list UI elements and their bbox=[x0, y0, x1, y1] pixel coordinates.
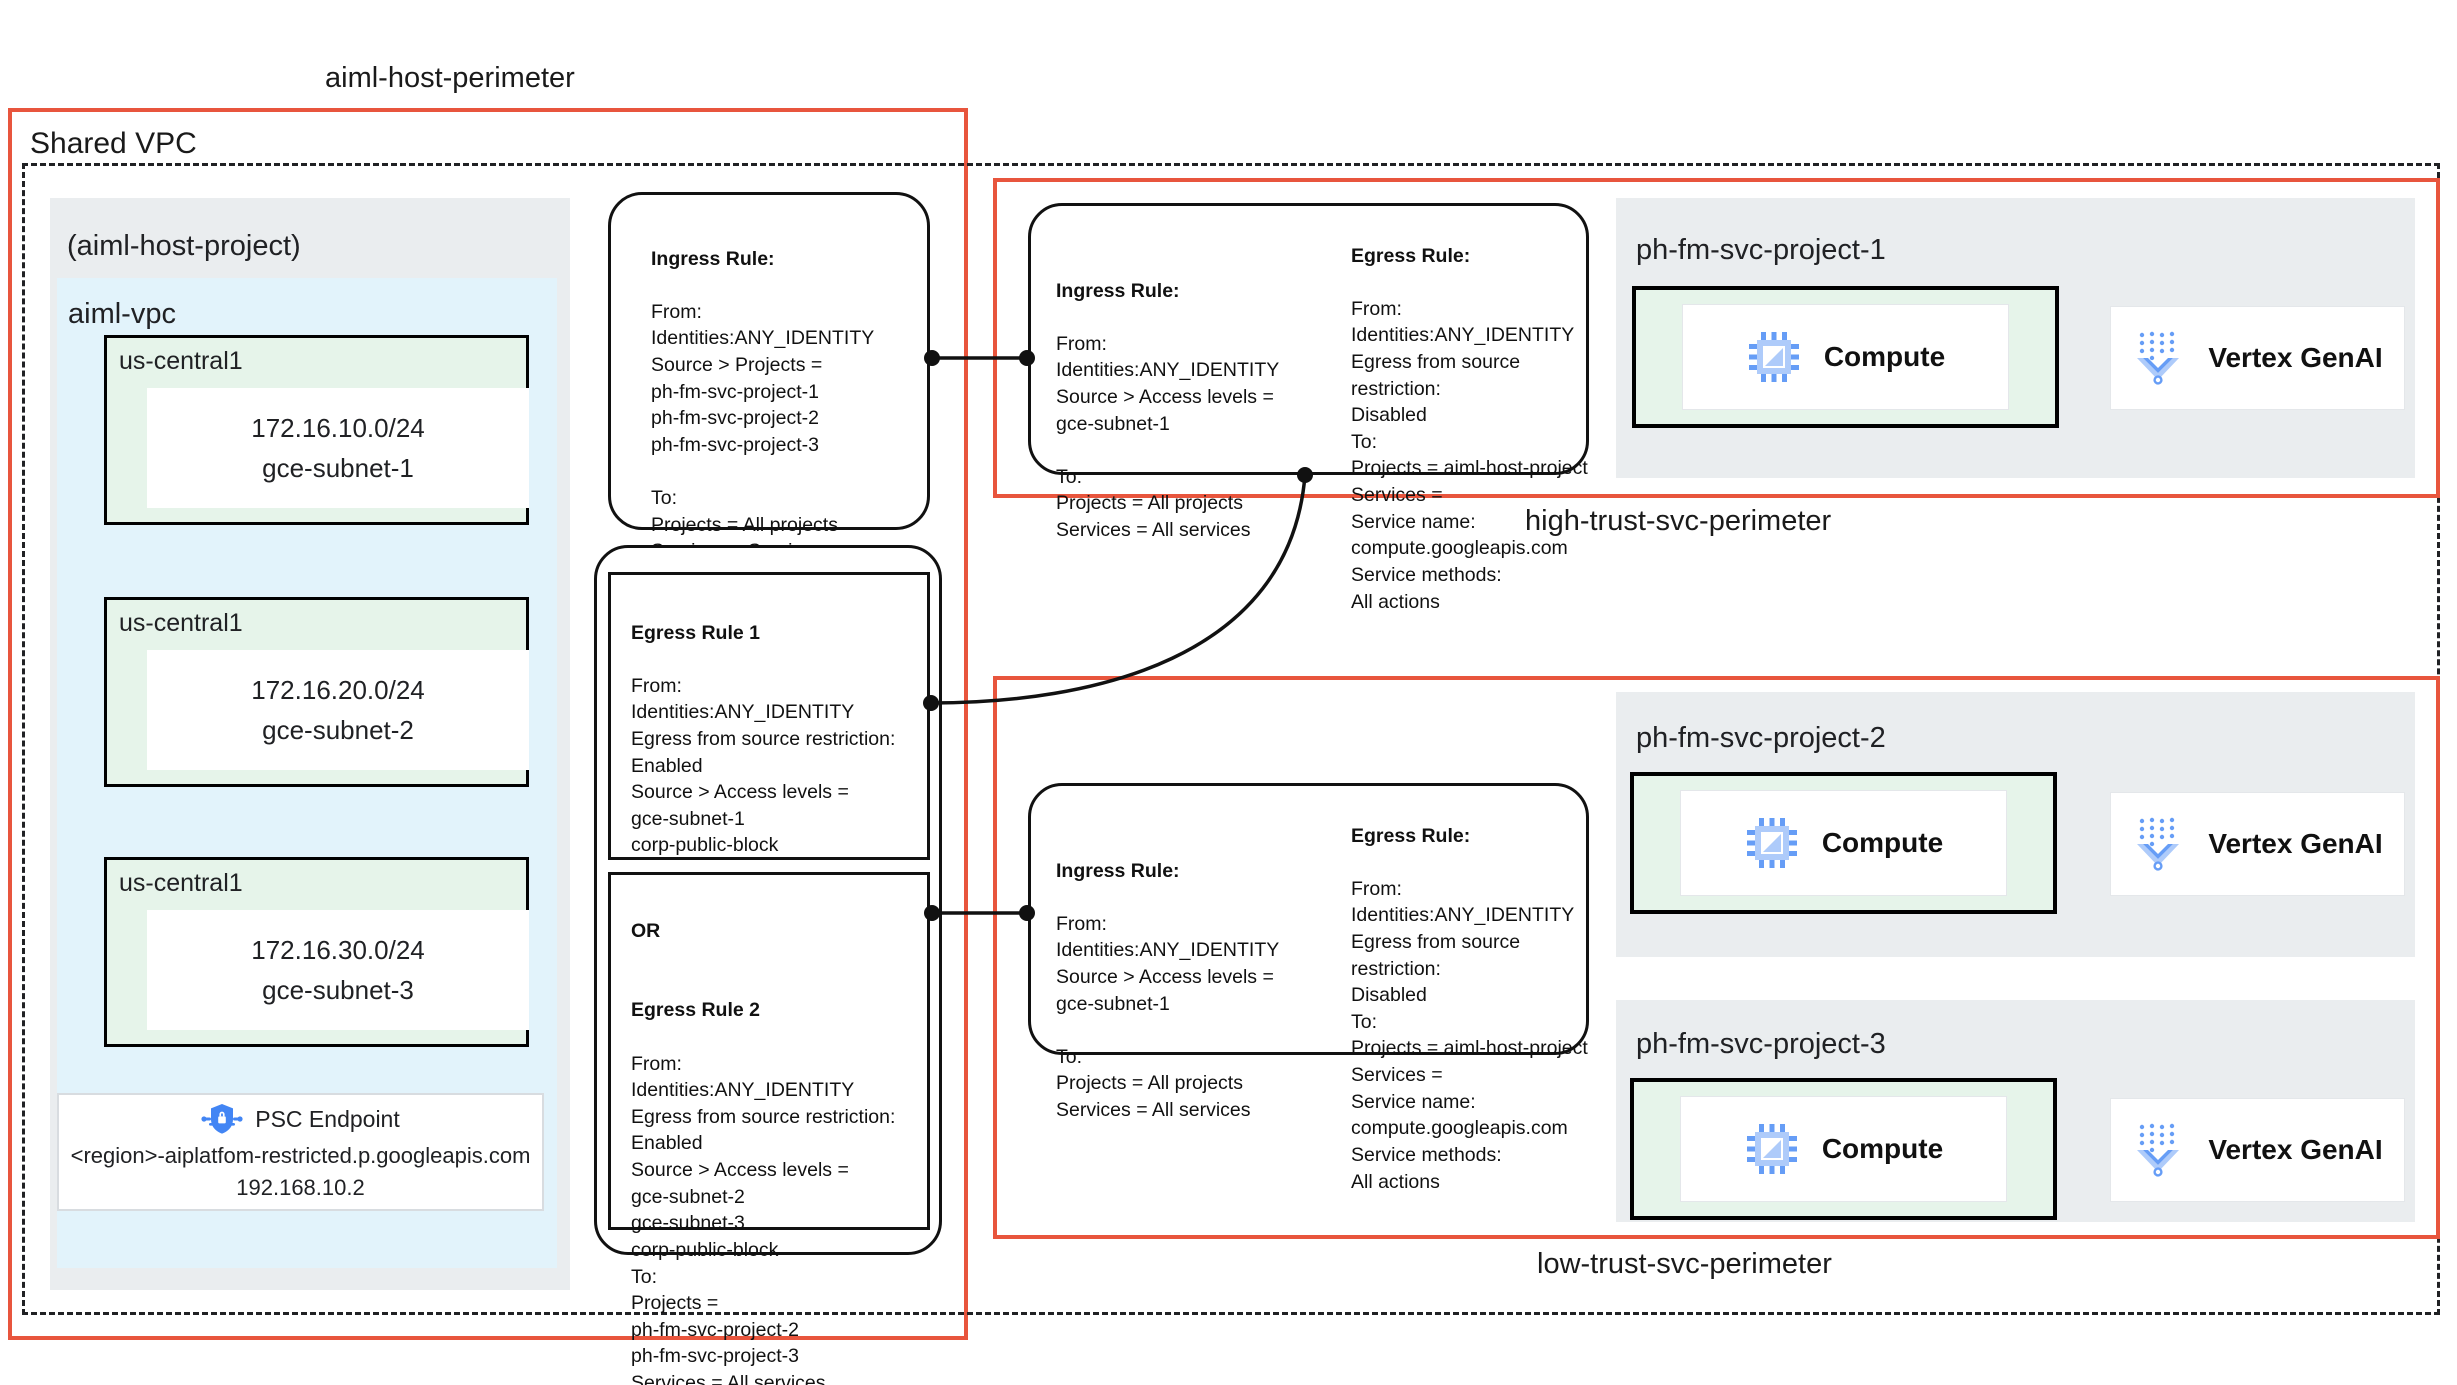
svc-project-name-2: ph-fm-svc-project-2 bbox=[1636, 722, 1886, 754]
svc-project-name-3: ph-fm-svc-project-3 bbox=[1636, 1028, 1886, 1060]
rule-body-egress-2: From: Identities:ANY_IDENTITY Egress fro… bbox=[631, 1052, 896, 1385]
subnet-region-3: us-central1 bbox=[119, 869, 243, 897]
rule-body-high-trust-egress: From: Identities:ANY_IDENTITY Egress fro… bbox=[1351, 297, 1588, 613]
compute-tile-wrapper-3: Compute bbox=[1630, 1078, 2057, 1220]
psc-endpoint-header: PSC Endpoint bbox=[201, 1103, 400, 1135]
vertex-genai-icon bbox=[2132, 330, 2186, 386]
rule-title-host-ingress: Ingress Rule: bbox=[651, 247, 775, 270]
psc-endpoint-ip: 192.168.10.2 bbox=[236, 1175, 365, 1200]
svc-project-panel-1: ph-fm-svc-project-1 bbox=[1616, 198, 2415, 478]
perimeter-high-trust-box bbox=[993, 178, 2440, 498]
compute-label-1: Compute bbox=[1823, 341, 1946, 372]
svc-project-name-1: ph-fm-svc-project-1 bbox=[1636, 234, 1886, 266]
perimeter-label-high-trust: high-trust-svc-perimeter bbox=[1525, 505, 1832, 537]
vertex-label-3: Vertex GenAI bbox=[2208, 1134, 2383, 1165]
svc-project-panel-3: ph-fm-svc-project-3 bbox=[1616, 1000, 2415, 1222]
shared-vpc-title: Shared VPC bbox=[30, 127, 197, 160]
psc-endpoint-box: PSC Endpoint <region>-aiplatfom-restrict… bbox=[57, 1093, 544, 1211]
psc-lock-icon bbox=[201, 1103, 243, 1135]
rule-title-low-trust-ingress: Ingress Rule: bbox=[1056, 859, 1180, 882]
subnet-detail-1: 172.16.10.0/24 gce-subnet-1 bbox=[147, 388, 529, 508]
compute-label-3: Compute bbox=[1821, 1133, 1944, 1164]
vertex-tile-3[interactable]: Vertex GenAI bbox=[2110, 1098, 2405, 1202]
compute-tile-3[interactable]: Compute bbox=[1680, 1096, 2007, 1202]
subnet-cidr-3: 172.16.30.0/24 bbox=[251, 934, 425, 965]
rule-title-low-trust-egress: Egress Rule: bbox=[1351, 824, 1471, 847]
svc-project-panel-2: ph-fm-svc-project-2 bbox=[1616, 692, 2415, 957]
psc-endpoint-dns: <region>-aiplatfom-restricted.p.googleap… bbox=[70, 1143, 531, 1168]
host-project-name: (aiml-host-project) bbox=[67, 230, 301, 262]
perimeter-low-trust-box bbox=[993, 676, 2440, 1239]
rule-title-egress-2: Egress Rule 2 bbox=[631, 999, 760, 1022]
rule-or-label: OR bbox=[631, 919, 661, 942]
compute-tile-wrapper-2: Compute bbox=[1630, 772, 2057, 914]
rule-card-egress-1: Egress Rule 1 From: Identities:ANY_IDENT… bbox=[608, 572, 930, 963]
cpu-chip-icon bbox=[1744, 1121, 1800, 1177]
subnet-cidr-2: 172.16.20.0/24 bbox=[251, 674, 425, 705]
subnet-cidr-1: 172.16.10.0/24 bbox=[251, 412, 425, 443]
subnet-region-1: us-central1 bbox=[119, 347, 243, 375]
subnet-detail-2: 172.16.20.0/24 gce-subnet-2 bbox=[147, 650, 529, 770]
psc-endpoint-label: PSC Endpoint bbox=[255, 1105, 400, 1132]
rule-card-high-trust: Ingress Rule: From: Identities:ANY_IDENT… bbox=[1028, 203, 1589, 613]
compute-tile-wrapper-1: Compute bbox=[1632, 286, 2059, 428]
rule-body-low-trust-egress: From: Identities:ANY_IDENTITY Egress fro… bbox=[1351, 877, 1588, 1193]
rule-title-high-trust-ingress: Ingress Rule: bbox=[1056, 279, 1180, 302]
vertex-tile-2[interactable]: Vertex GenAI bbox=[2110, 792, 2405, 896]
subnet-name-3: gce-subnet-3 bbox=[262, 975, 414, 1005]
rule-title-high-trust-egress: Egress Rule: bbox=[1351, 244, 1471, 267]
perimeter-aiml-host-box bbox=[8, 108, 968, 1340]
compute-tile-2[interactable]: Compute bbox=[1680, 790, 2007, 896]
subnet-detail-3: 172.16.30.0/24 gce-subnet-3 bbox=[147, 910, 529, 1030]
subnet-box-2: us-central1 172.16.20.0/24 gce-subnet-2 bbox=[104, 597, 529, 787]
rule-title-egress-1: Egress Rule 1 bbox=[631, 621, 760, 644]
compute-label-2: Compute bbox=[1821, 827, 1944, 858]
subnet-name-2: gce-subnet-2 bbox=[262, 715, 414, 745]
vertex-tile-1[interactable]: Vertex GenAI bbox=[2110, 306, 2405, 410]
rule-card-low-trust: Ingress Rule: From: Identities:ANY_IDENT… bbox=[1028, 783, 1589, 1193]
rule-body-high-trust-ingress: From: Identities:ANY_IDENTITY Source > A… bbox=[1056, 332, 1280, 542]
vertex-label-1: Vertex GenAI bbox=[2208, 342, 2383, 373]
subnet-box-1: us-central1 172.16.10.0/24 gce-subnet-1 bbox=[104, 335, 529, 525]
cpu-chip-icon bbox=[1746, 329, 1802, 385]
rule-card-egress-2: OR Egress Rule 2 From: Identities:ANY_ID… bbox=[608, 872, 930, 1385]
subnet-region-2: us-central1 bbox=[119, 609, 243, 637]
vertex-label-2: Vertex GenAI bbox=[2208, 828, 2383, 859]
cpu-chip-icon bbox=[1744, 815, 1800, 871]
subnet-name-1: gce-subnet-1 bbox=[262, 453, 414, 483]
rule-card-host-ingress: Ingress Rule: From: Identities:ANY_IDENT… bbox=[608, 192, 930, 642]
vertex-genai-icon bbox=[2132, 1122, 2186, 1178]
perimeter-label-low-trust: low-trust-svc-perimeter bbox=[1537, 1248, 1832, 1280]
aiml-vpc-name: aiml-vpc bbox=[68, 298, 176, 330]
subnet-box-3: us-central1 172.16.30.0/24 gce-subnet-3 bbox=[104, 857, 529, 1047]
rule-body-low-trust-ingress: From: Identities:ANY_IDENTITY Source > A… bbox=[1056, 912, 1280, 1122]
perimeter-label-aiml-host: aiml-host-perimeter bbox=[325, 62, 575, 94]
vertex-genai-icon bbox=[2132, 816, 2186, 872]
compute-tile-1[interactable]: Compute bbox=[1682, 304, 2009, 410]
